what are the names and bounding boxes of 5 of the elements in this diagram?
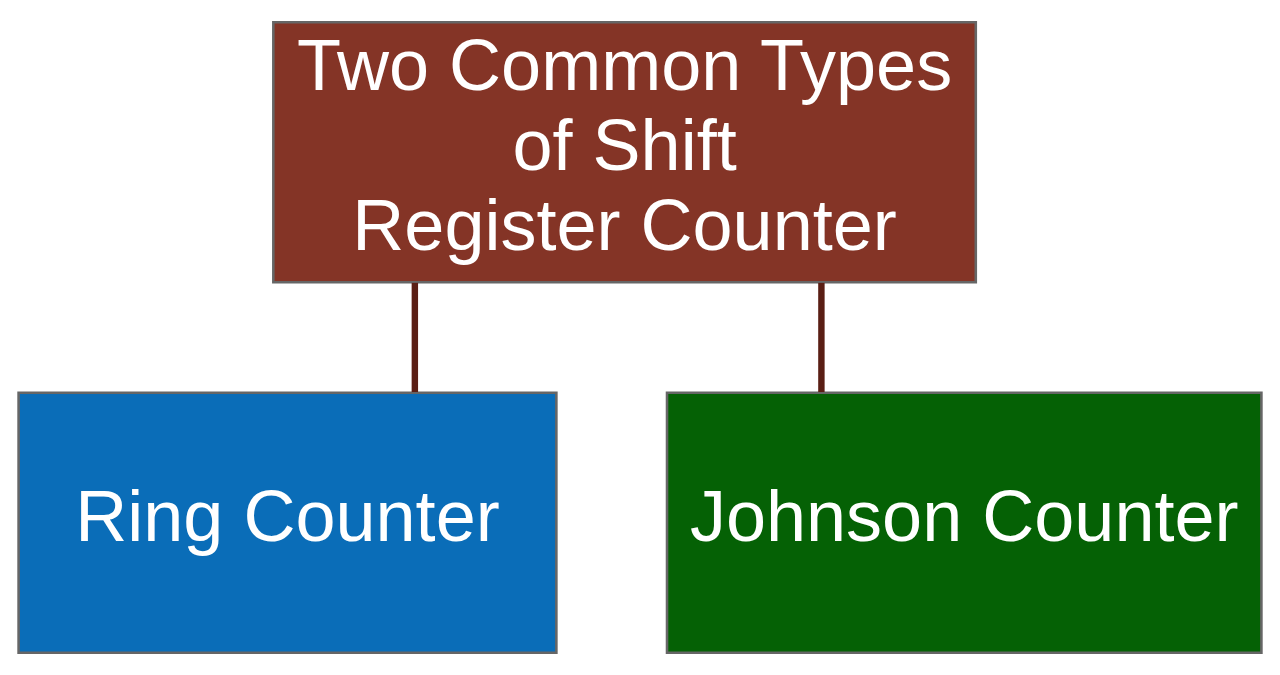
node-box: Johnson Counter	[665, 391, 1263, 654]
connector	[818, 282, 825, 393]
connector	[411, 282, 419, 393]
node-box: Two Common Types of Shift Register Counter	[272, 21, 978, 284]
node-box: Ring Counter	[17, 391, 558, 654]
